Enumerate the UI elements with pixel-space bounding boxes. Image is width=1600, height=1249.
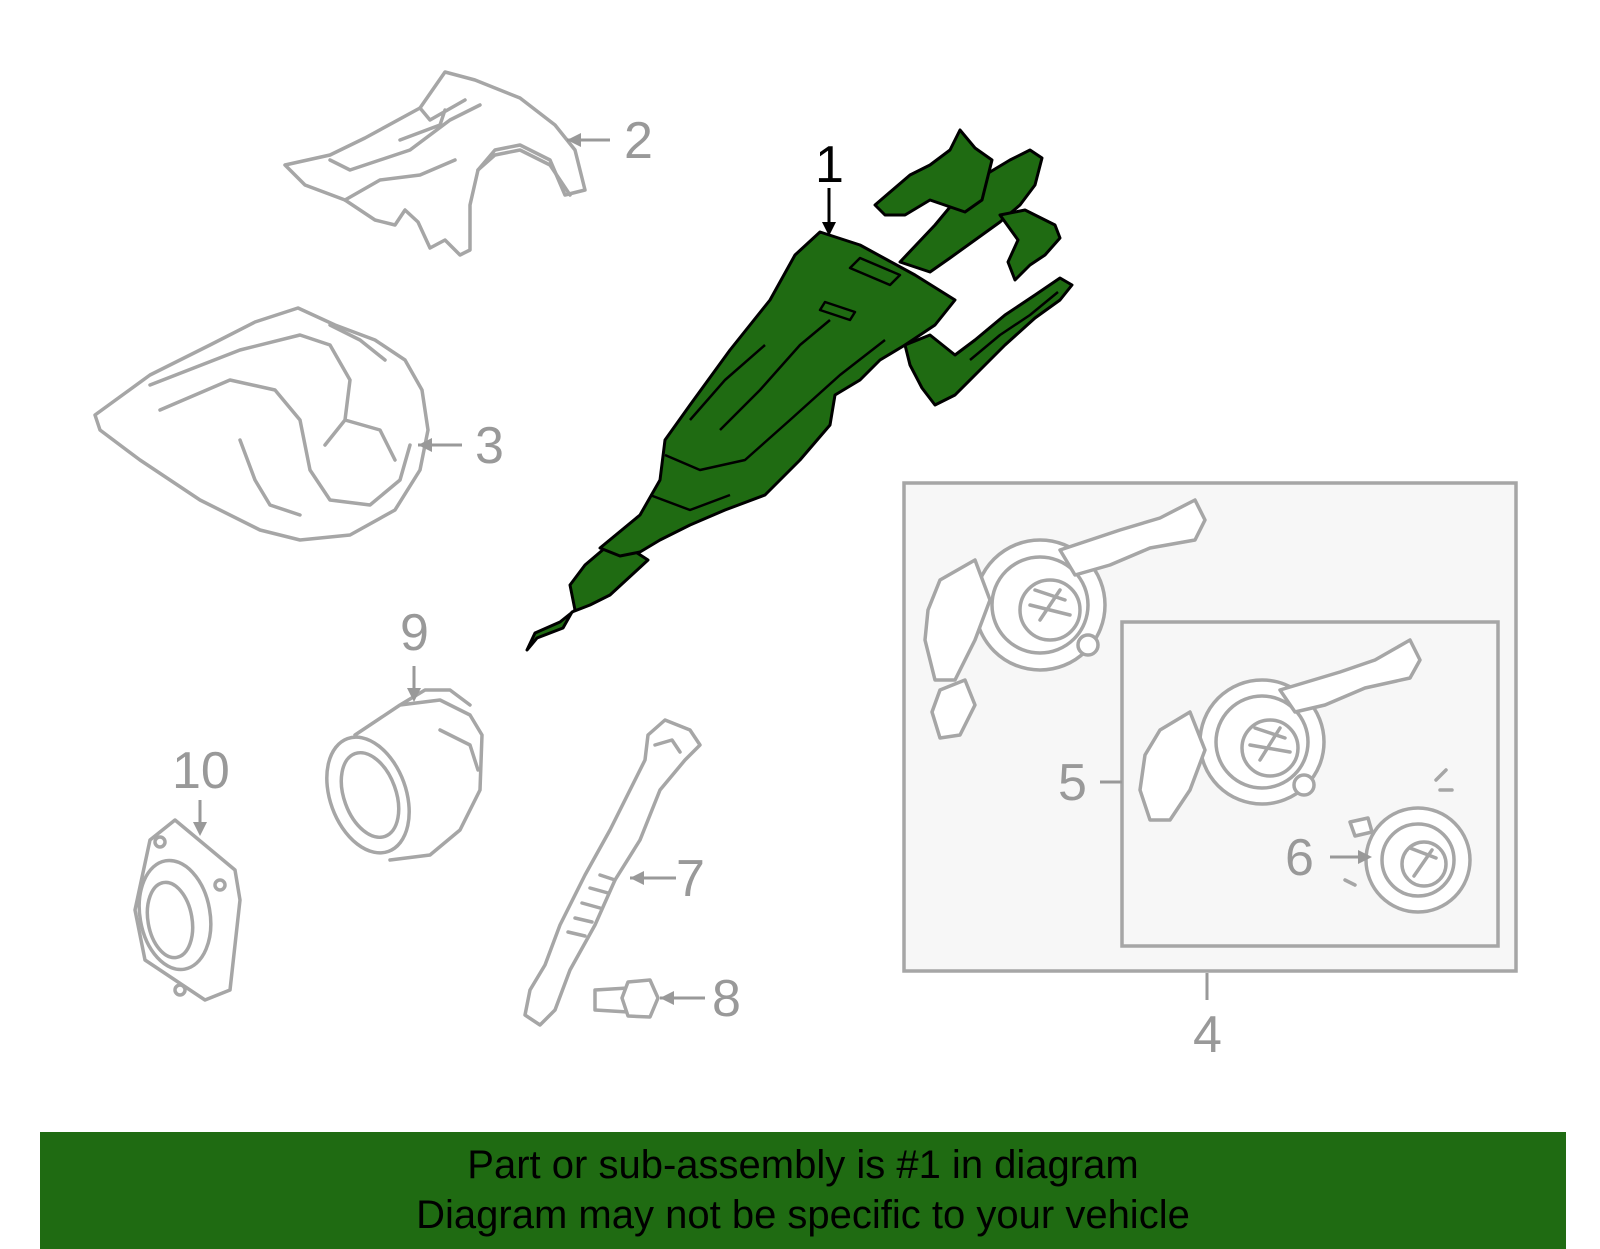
part-9-ignition-housing[interactable]: [312, 688, 484, 864]
part-10-bezel[interactable]: [131, 818, 242, 1002]
part-8-bolt[interactable]: [593, 978, 660, 1019]
info-banner: Part or sub-assembly is #1 in diagram Di…: [40, 1132, 1566, 1249]
banner-line-2: Diagram may not be specific to your vehi…: [416, 1193, 1190, 1237]
callout-4: 4: [1193, 1006, 1222, 1064]
callout-5: 5: [1058, 754, 1087, 812]
part-4-switch-assembly[interactable]: [923, 498, 1207, 740]
part-6-clock-spring[interactable]: [1343, 768, 1472, 914]
part-5-switch-assembly[interactable]: [1138, 638, 1422, 822]
arrow-3: [418, 438, 432, 452]
callout-2: 2: [624, 112, 653, 170]
arrow-6: [1358, 850, 1372, 864]
part-7-intermediate-shaft[interactable]: [523, 718, 702, 1027]
callout-8: 8: [712, 970, 741, 1028]
arrow-8: [660, 991, 674, 1005]
callout-1: 1: [815, 136, 844, 194]
callout-7: 7: [676, 850, 705, 908]
arrow-1: [822, 222, 836, 236]
part-2-upper-cover[interactable]: [283, 70, 587, 257]
arrow-9: [407, 688, 421, 702]
arrow-7: [630, 871, 644, 885]
callout-10: 10: [172, 742, 230, 800]
callout-6: 6: [1285, 829, 1314, 887]
arrow-2: [567, 133, 581, 147]
arrow-10: [193, 822, 207, 836]
banner-line-1: Part or sub-assembly is #1 in diagram: [467, 1143, 1139, 1187]
callout-3: 3: [475, 417, 504, 475]
part-1-steering-column[interactable]: [525, 128, 1074, 652]
callout-9: 9: [400, 604, 429, 662]
part-3-lower-cover[interactable]: [93, 306, 430, 542]
